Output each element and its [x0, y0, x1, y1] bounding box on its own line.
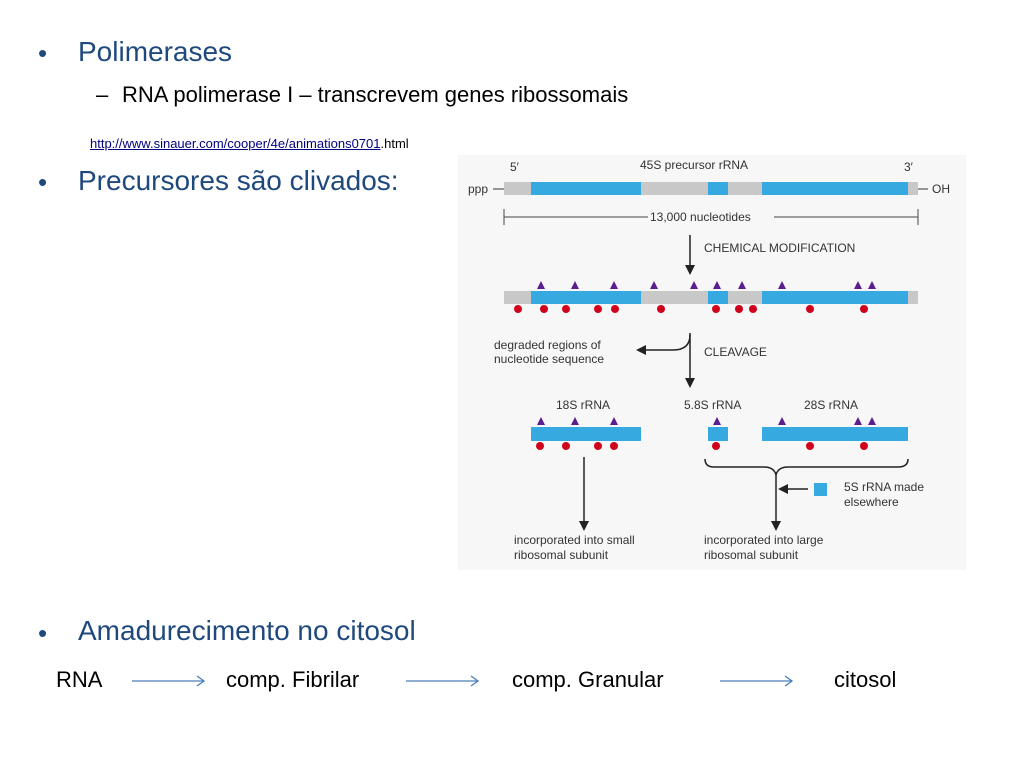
bullet-amadurecimento: Amadurecimento no citosol	[78, 615, 416, 646]
precursor-title: 45S precursor rRNA	[640, 158, 748, 172]
large-subunit-arrowhead	[771, 521, 781, 531]
chem-mod-arrowhead	[685, 265, 695, 275]
sub-bullet-dash: –	[96, 82, 109, 107]
modified-18s-region	[531, 291, 641, 304]
modified-58s-region	[708, 291, 728, 304]
large-subunit-label-line2: ribosomal subunit	[704, 548, 799, 562]
modified-28s-region	[762, 291, 908, 304]
large-subunit-label-line1: incorporated into large	[704, 533, 824, 547]
modified-pseudouridine-marks	[514, 305, 868, 313]
degraded-arrowhead	[636, 345, 646, 355]
small-subunit-arrowhead	[579, 521, 589, 531]
fives-rrna-box	[814, 483, 827, 496]
bullet-dot: •	[38, 38, 48, 68]
flow-rna: RNA	[56, 667, 103, 692]
bullet-polimerases: Polimerases	[78, 36, 233, 67]
chem-mod-label: CHEMICAL MODIFICATION	[704, 241, 855, 255]
sub-bullet-rna-polimerase: RNA polimerase I – transcrevem genes rib…	[122, 82, 629, 107]
ppp-label: ppp	[468, 182, 488, 196]
small-subunit-label-line2: ribosomal subunit	[514, 548, 609, 562]
flow-comp-granular: comp. Granular	[512, 667, 664, 692]
fives-label-line1: 5S rRNA made	[844, 480, 924, 494]
animation-link[interactable]: http://www.sinauer.com/cooper/4e/animati…	[90, 136, 381, 151]
rrna-processing-figure: 5′ 45S precursor rRNA 3′ ppp OH 13,000 n…	[458, 155, 966, 570]
precursor-28s-region	[762, 182, 908, 195]
degraded-label-line1: degraded regions of	[494, 338, 601, 352]
mature-58s	[708, 427, 728, 441]
degraded-label-line2: nucleotide sequence	[494, 352, 604, 366]
fives-arrowhead	[778, 484, 788, 494]
figure-background	[458, 155, 966, 570]
mature-pseudouridine-marks	[536, 442, 868, 450]
cleavage-label: CLEAVAGE	[704, 345, 767, 359]
oh-label: OH	[932, 182, 950, 196]
precursor-58s-region	[708, 182, 728, 195]
flow-arrow-3	[720, 675, 794, 687]
mature-methyl-marks	[537, 417, 876, 425]
mature-28s	[762, 427, 908, 441]
flow-arrow-1	[132, 675, 206, 687]
flow-comp-fibrilar: comp. Fibrilar	[226, 667, 360, 692]
length-label: 13,000 nucleotides	[650, 210, 751, 224]
label-18s: 18S rRNA	[556, 398, 610, 412]
bullet-dot: •	[38, 618, 48, 648]
bullet-precursores: Precursores são clivados:	[78, 165, 399, 196]
label-58s: 5.8S rRNA	[684, 398, 741, 412]
animation-link-line: http://www.sinauer.com/cooper/4e/animati…	[90, 136, 409, 151]
precursor-18s-region	[531, 182, 641, 195]
three-prime-label: 3′	[904, 160, 914, 174]
flow-citosol: citosol	[834, 667, 897, 692]
mature-18s	[531, 427, 641, 441]
label-28s: 28S rRNA	[804, 398, 858, 412]
modified-methyl-marks	[537, 281, 876, 289]
link-suffix: .html	[380, 136, 409, 151]
cleavage-arrowhead	[685, 378, 695, 388]
five-prime-label: 5′	[510, 160, 520, 174]
small-subunit-label-line1: incorporated into small	[514, 533, 635, 547]
flow-arrow-2	[406, 675, 480, 687]
bullet-dot: •	[38, 167, 48, 197]
fives-label-line2: elsewhere	[844, 495, 899, 509]
